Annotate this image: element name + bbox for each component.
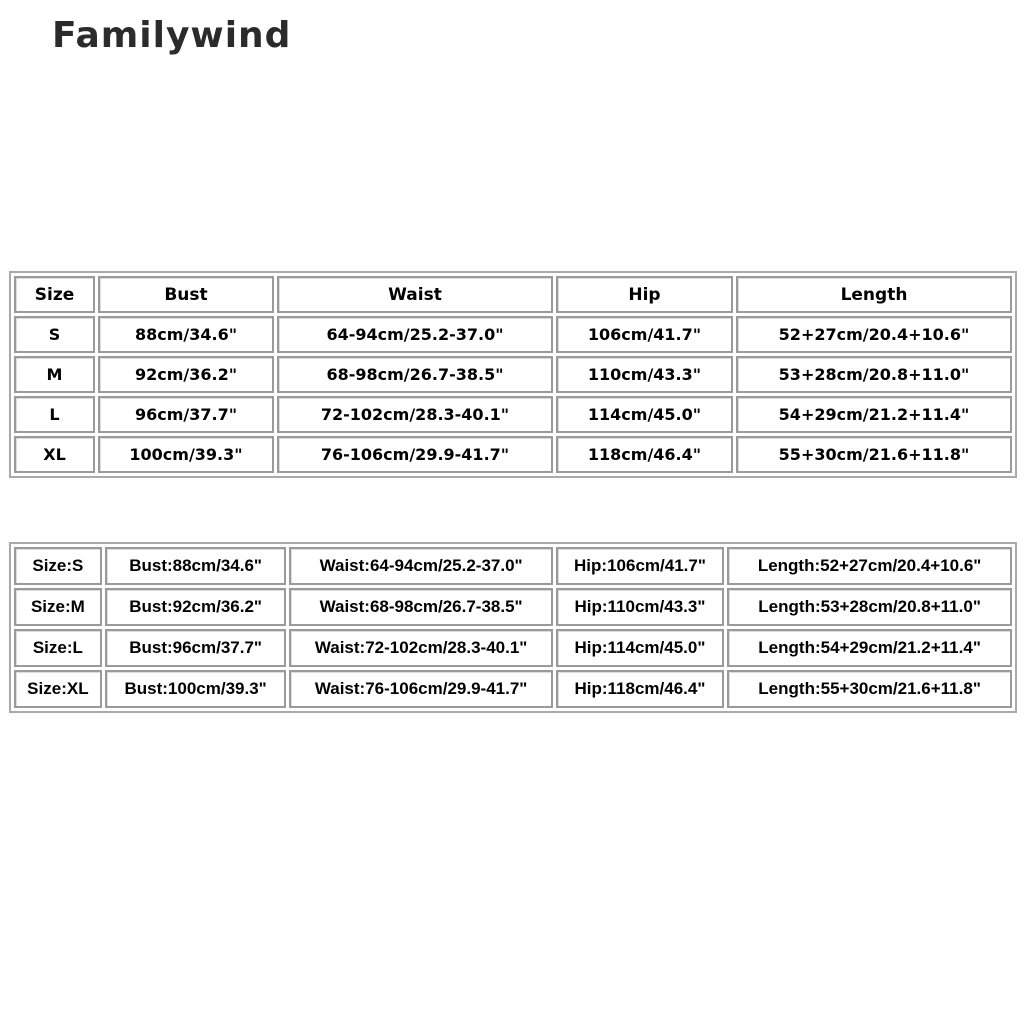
cell-length: Length:54+29cm/21.2+11.4" — [727, 629, 1012, 667]
cell-waist: 68-98cm/26.7-38.5" — [277, 356, 553, 393]
size-chart-table: Size Bust Waist Hip Length S 88cm/34.6" … — [9, 271, 1017, 478]
table-row: Size:S Bust:88cm/34.6" Waist:64-94cm/25.… — [14, 547, 1012, 585]
table-row: L 96cm/37.7" 72-102cm/28.3-40.1" 114cm/4… — [14, 396, 1012, 433]
cell-length: Length:53+28cm/20.8+11.0" — [727, 588, 1012, 626]
size-chart-labeled-table: Size:S Bust:88cm/34.6" Waist:64-94cm/25.… — [9, 542, 1017, 713]
brand-watermark: Familywind — [52, 15, 292, 56]
cell-hip: 118cm/46.4" — [556, 436, 733, 473]
cell-hip: 114cm/45.0" — [556, 396, 733, 433]
cell-length: 54+29cm/21.2+11.4" — [736, 396, 1012, 433]
cell-bust: Bust:100cm/39.3" — [104, 670, 287, 708]
cell-size: Size:L — [14, 629, 102, 667]
cell-length: 53+28cm/20.8+11.0" — [736, 356, 1012, 393]
cell-bust: 88cm/34.6" — [98, 316, 274, 353]
cell-hip: 110cm/43.3" — [556, 356, 733, 393]
cell-size: XL — [14, 436, 95, 473]
cell-bust: Bust:88cm/34.6" — [104, 547, 287, 585]
cell-hip: 106cm/41.7" — [556, 316, 733, 353]
cell-hip: Hip:110cm/43.3" — [555, 588, 725, 626]
cell-bust: 96cm/37.7" — [98, 396, 274, 433]
cell-waist: Waist:76-106cm/29.9-41.7" — [289, 670, 553, 708]
cell-length: 52+27cm/20.4+10.6" — [736, 316, 1012, 353]
cell-length: Length:55+30cm/21.6+11.8" — [727, 670, 1012, 708]
cell-size: Size:M — [14, 588, 102, 626]
cell-waist: Waist:64-94cm/25.2-37.0" — [289, 547, 553, 585]
cell-bust: Bust:96cm/37.7" — [104, 629, 287, 667]
cell-size: M — [14, 356, 95, 393]
cell-size: L — [14, 396, 95, 433]
cell-hip: Hip:106cm/41.7" — [555, 547, 725, 585]
cell-hip: Hip:118cm/46.4" — [555, 670, 725, 708]
header-waist: Waist — [277, 276, 553, 313]
cell-waist: 64-94cm/25.2-37.0" — [277, 316, 553, 353]
header-hip: Hip — [556, 276, 733, 313]
cell-size: Size:S — [14, 547, 102, 585]
table-row: Size:L Bust:96cm/37.7" Waist:72-102cm/28… — [14, 629, 1012, 667]
table-row: S 88cm/34.6" 64-94cm/25.2-37.0" 106cm/41… — [14, 316, 1012, 353]
table-row: M 92cm/36.2" 68-98cm/26.7-38.5" 110cm/43… — [14, 356, 1012, 393]
header-bust: Bust — [98, 276, 274, 313]
table-row: Size:M Bust:92cm/36.2" Waist:68-98cm/26.… — [14, 588, 1012, 626]
cell-bust: Bust:92cm/36.2" — [104, 588, 287, 626]
header-length: Length — [736, 276, 1012, 313]
cell-size: S — [14, 316, 95, 353]
cell-bust: 92cm/36.2" — [98, 356, 274, 393]
table-row: Size:XL Bust:100cm/39.3" Waist:76-106cm/… — [14, 670, 1012, 708]
cell-size: Size:XL — [14, 670, 102, 708]
cell-length: 55+30cm/21.6+11.8" — [736, 436, 1012, 473]
header-size: Size — [14, 276, 95, 313]
cell-waist: Waist:72-102cm/28.3-40.1" — [289, 629, 553, 667]
cell-waist: Waist:68-98cm/26.7-38.5" — [289, 588, 553, 626]
cell-length: Length:52+27cm/20.4+10.6" — [727, 547, 1012, 585]
cell-waist: 76-106cm/29.9-41.7" — [277, 436, 553, 473]
cell-hip: Hip:114cm/45.0" — [555, 629, 725, 667]
size-chart-header-row: Size Bust Waist Hip Length — [14, 276, 1012, 313]
table-row: XL 100cm/39.3" 76-106cm/29.9-41.7" 118cm… — [14, 436, 1012, 473]
cell-waist: 72-102cm/28.3-40.1" — [277, 396, 553, 433]
cell-bust: 100cm/39.3" — [98, 436, 274, 473]
